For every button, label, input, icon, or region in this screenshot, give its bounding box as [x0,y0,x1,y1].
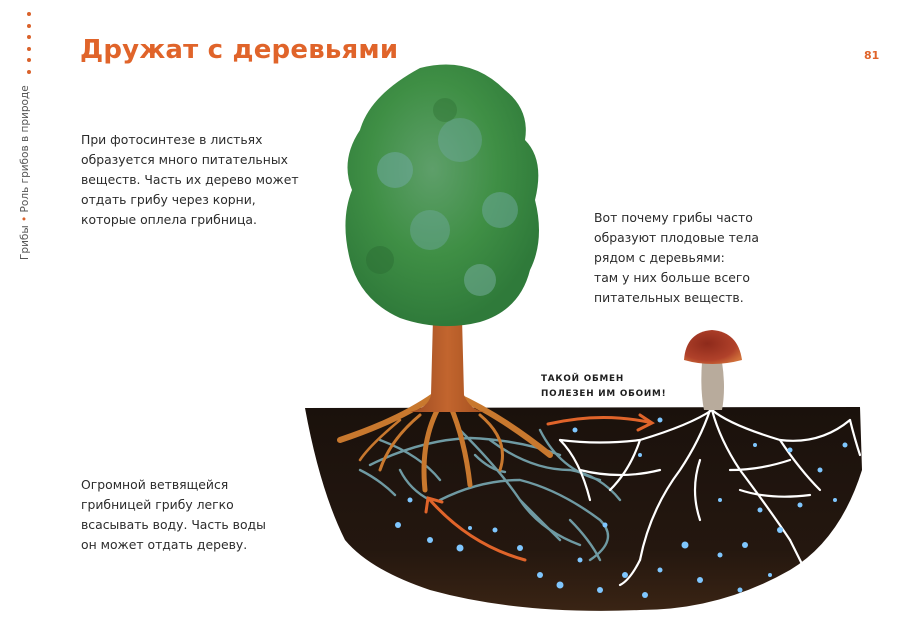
mycelium-tree-side [358,428,622,562]
water-paragraph: Огромной ветвящейся грибницей грибу легк… [81,477,266,552]
arrow-nutrients-to-fungus [546,415,650,426]
fruiting-bodies-paragraph: Вот почему грибы часто образуют плодовые… [594,210,759,305]
photosynthesis-paragraph: При фотосинтезе в листьях образуется мно… [81,132,299,227]
page-number: 81 [864,49,880,62]
exchange-arrows [424,413,655,562]
mycelium-fungus-side [558,408,862,587]
arrow-water-to-tree [428,498,527,562]
tree-canopy [345,64,539,327]
page-title: Дружат с деревьями [80,35,399,65]
decorative-dots [27,12,31,81]
water-drops [395,417,848,598]
tree-trunk [410,318,485,412]
mushroom [684,330,742,410]
exchange-callout: ТАКОЙ ОБМЕН ПОЛЕЗЕН ИМ ОБОИМ! [541,374,667,399]
